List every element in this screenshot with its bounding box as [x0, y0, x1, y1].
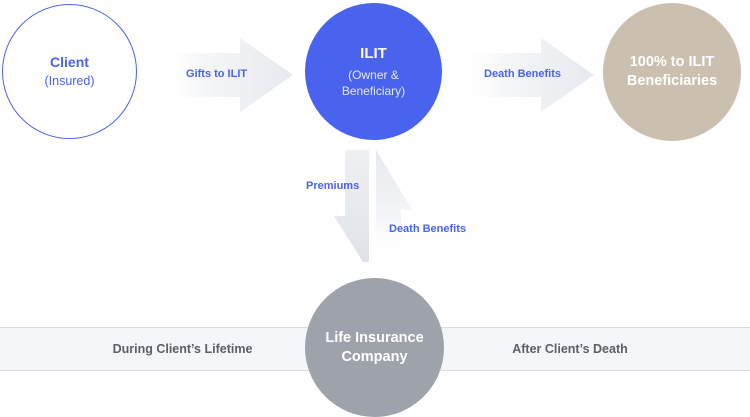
life-insurance-company-node: Life Insurance Company — [305, 278, 444, 417]
gifts-label: Gifts to ILIT — [186, 68, 248, 80]
premiums-label: Premiums — [306, 180, 360, 192]
premiums-down-arrow — [334, 150, 369, 262]
client-node: Client (Insured) — [2, 4, 137, 139]
beneficiaries-title-line1: 100% to ILIT — [629, 54, 715, 70]
ilit-title: ILIT — [360, 44, 387, 62]
death-benefits-up-label: Death Benefits — [389, 223, 467, 235]
client-subtitle: (Insured) — [44, 74, 95, 88]
timeline-lifetime-label: During Client’s Lifetime — [112, 342, 253, 356]
timeline-after-death-label: After Client’s Death — [512, 342, 628, 356]
gifts-arrow — [157, 38, 293, 112]
client-title: Client — [50, 54, 89, 70]
insurer-title-line2: Company — [341, 348, 408, 365]
beneficiaries-title-line2: Beneficiaries — [626, 73, 718, 89]
beneficiaries-node: 100% to ILIT Beneficiaries — [603, 3, 741, 141]
death-benefits-right-label: Death Benefits — [484, 68, 562, 80]
death-benefits-right-arrow — [458, 38, 594, 112]
death-benefits-up-arrow — [376, 150, 412, 262]
insurer-title-line1: Life Insurance — [325, 329, 424, 346]
ilit-subtitle-line1: (Owner & — [348, 67, 399, 82]
ilit-subtitle-line2: Beneficiary) — [341, 83, 406, 98]
ilit-node: ILIT (Owner & Beneficiary) — [305, 3, 442, 140]
